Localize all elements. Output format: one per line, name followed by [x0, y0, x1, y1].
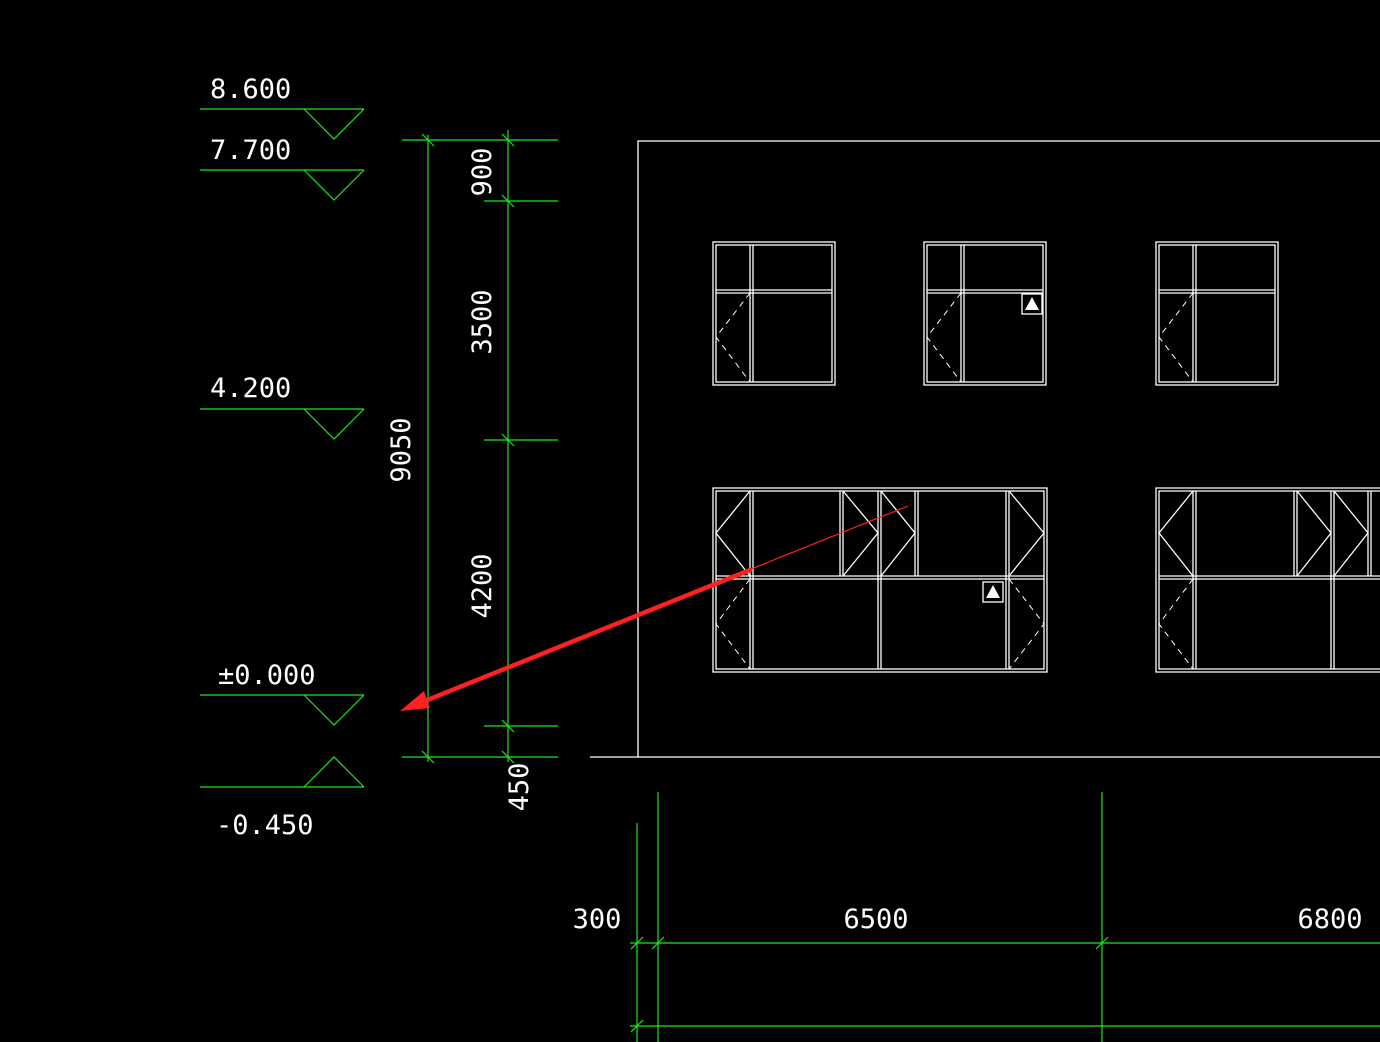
elevation-mark-7700: 7.700 [200, 135, 365, 201]
elevation-mark-8600: 8.600 [200, 74, 365, 140]
elevation-label-4200: 4.200 [210, 373, 291, 404]
elevation-label-8600: 8.600 [210, 74, 291, 105]
upper-window-1 [712, 241, 836, 386]
elevation-label-7700: 7.700 [210, 135, 291, 166]
annotation-arrow-icon [400, 505, 909, 711]
dimension-900: 900 [467, 148, 498, 197]
lower-window-group-2 [1155, 487, 1380, 673]
upper-window-2 [923, 241, 1047, 386]
elevation-mark-0000: ±0.000 [200, 660, 365, 726]
elevation-mark-4200: 4.200 [200, 373, 365, 440]
upper-window-3 [1155, 241, 1279, 386]
window-tag-marker-icon [1021, 293, 1043, 315]
dimension-300: 300 [573, 904, 622, 935]
dimension-450: 450 [504, 763, 535, 812]
vertical-dimension-chain: 9050 900 3500 4200 450 [386, 130, 558, 811]
elevation-mark-neg450: -0.450 [200, 756, 365, 841]
dimension-4200: 4200 [467, 553, 498, 618]
horizontal-dimension-chain: 300 6500 6800 [573, 792, 1380, 1042]
dimension-6800: 6800 [1297, 904, 1362, 935]
elevation-label-0000: ±0.000 [218, 660, 316, 691]
lower-window-group-1 [712, 487, 1048, 673]
dimension-3500: 3500 [467, 289, 498, 354]
window-tag-marker-icon [982, 581, 1004, 603]
building-outline [590, 140, 1380, 758]
dimension-6500: 6500 [843, 904, 908, 935]
dimension-total: 9050 [386, 417, 417, 482]
elevation-label-neg450: -0.450 [216, 810, 314, 841]
